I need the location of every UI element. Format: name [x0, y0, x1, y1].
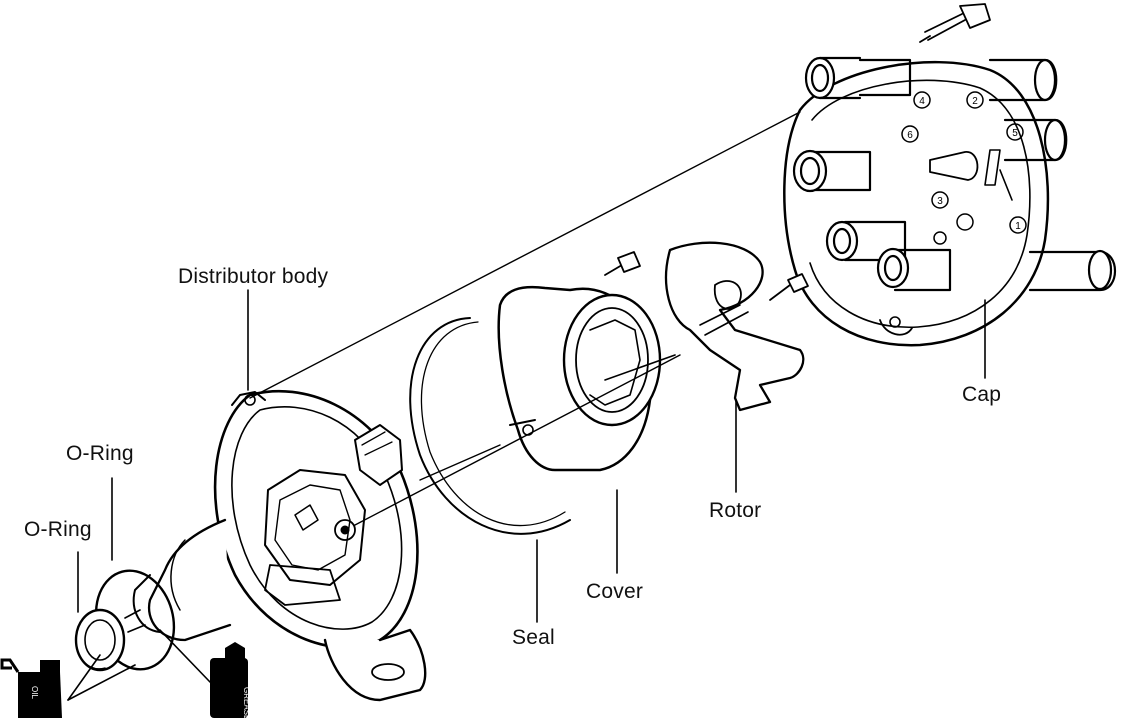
oil-can-label: OIL [30, 686, 39, 699]
cap-terminal-number: 6 [907, 130, 913, 141]
cap-terminal-number: 4 [919, 96, 925, 107]
leader-grease [159, 629, 211, 683]
label-rotor: Rotor [709, 499, 762, 522]
cap-tower-2 [988, 58, 1058, 102]
distributor-body [124, 389, 427, 702]
cap-screw [919, 3, 991, 43]
cap-tower-3 [1003, 118, 1068, 162]
label-seal: Seal [512, 626, 555, 649]
cap-terminal-number: 5 [1012, 128, 1018, 139]
rotor-screw [769, 273, 809, 301]
label-cover: Cover [586, 580, 644, 603]
grease-can-label: GREASE [242, 687, 251, 720]
rotor [664, 241, 805, 412]
distributor-cap [783, 3, 1116, 347]
o-ring-small [74, 608, 126, 672]
cap-terminal-number: 1 [1015, 221, 1021, 232]
label-distributor-body: Distributor body [178, 265, 329, 288]
seal [409, 317, 571, 535]
cap-tower-4 [792, 149, 872, 193]
assembly-line-center [354, 354, 681, 526]
cover [497, 286, 676, 472]
cap-terminal-number: 3 [937, 196, 943, 207]
label-o-ring-upper: O-Ring [66, 442, 134, 465]
cap-tower-6 [876, 247, 1116, 292]
grease-can-icon: GREASE [210, 642, 251, 720]
label-cap: Cap [962, 383, 1002, 406]
leader-oil-2 [67, 664, 136, 701]
cap-tower-1 [804, 56, 912, 100]
leader-oil-1 [67, 654, 101, 701]
assembly-line-upper [249, 111, 801, 399]
cover-screw [604, 251, 641, 276]
assembly-line-lower [419, 444, 501, 481]
label-o-ring-lower: O-Ring [24, 518, 92, 541]
oil-can-icon: OIL [0, 658, 62, 718]
cap-tower-5 [825, 220, 907, 262]
cap-terminal-number: 2 [972, 96, 978, 107]
cap-terminal-numbers: 4 2 6 5 3 1 [907, 96, 1021, 232]
